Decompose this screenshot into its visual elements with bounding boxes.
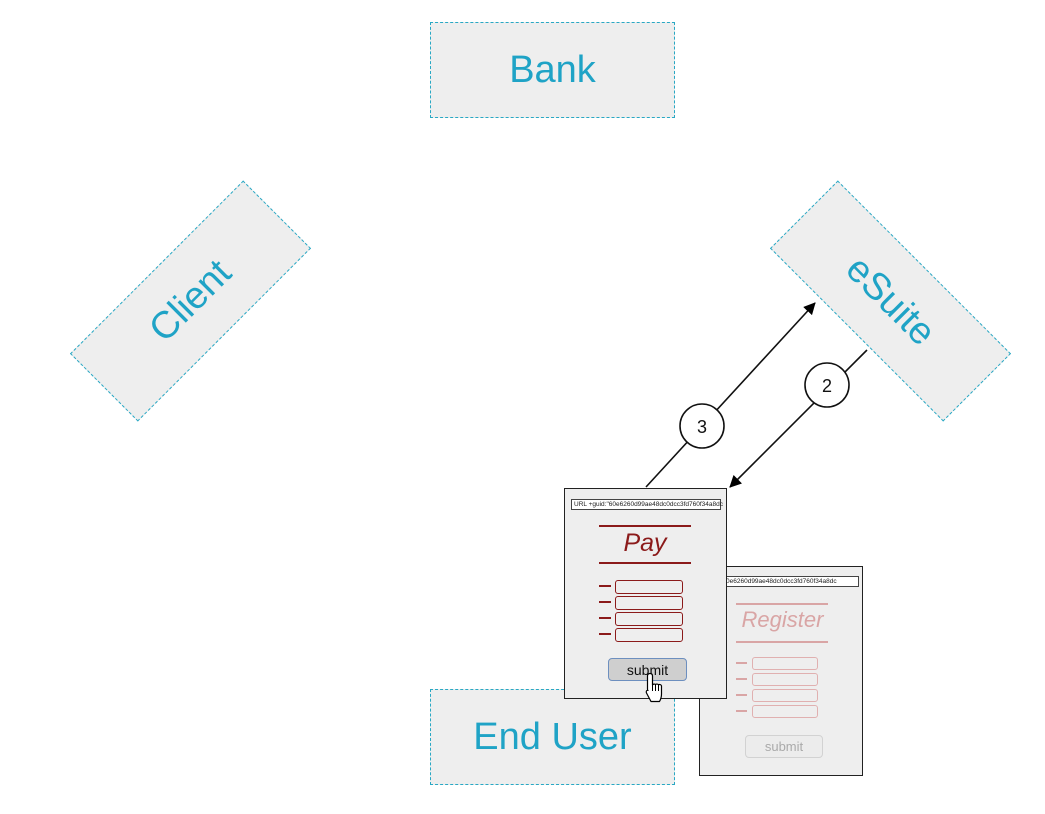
register-field-1[interactable]	[752, 657, 818, 670]
register-title: Register	[741, 607, 824, 632]
arrow-step-3	[645, 302, 816, 488]
bank-box: Bank	[430, 22, 675, 118]
step-3-marker: 3	[679, 403, 725, 449]
pay-field-marker	[599, 585, 611, 589]
pay-title-rule-top	[599, 525, 691, 527]
register-field-marker	[736, 710, 747, 714]
end-user-label: End User	[473, 715, 632, 758]
step-3-label: 3	[697, 417, 707, 437]
register-field-marker	[736, 662, 747, 666]
register-field-marker	[736, 678, 747, 682]
hand-pointer-icon	[645, 672, 663, 703]
register-title-rule-top	[736, 603, 828, 605]
register-field-2[interactable]	[752, 673, 818, 686]
arrow-step-2	[729, 349, 868, 488]
pay-form-card: URL +guid:"60e6260d99ae48dc0dcc3fd760f34…	[564, 488, 727, 699]
pay-field-3[interactable]	[615, 612, 683, 626]
step-2-label: 2	[822, 376, 832, 396]
pay-field-marker	[599, 601, 611, 605]
register-field-4[interactable]	[752, 705, 818, 718]
pay-field-marker	[599, 633, 611, 637]
bank-label: Bank	[509, 48, 596, 91]
step-2-marker: 2	[804, 362, 850, 408]
pay-url-bar: URL +guid:"60e6260d99ae48dc0dcc3fd760f34…	[571, 499, 723, 510]
pay-field-1[interactable]	[615, 580, 683, 594]
register-field-marker	[736, 694, 747, 698]
pay-field-marker	[599, 617, 611, 621]
pay-title: Pay	[623, 529, 667, 557]
pay-field-4[interactable]	[615, 628, 683, 642]
register-field-3[interactable]	[752, 689, 818, 702]
register-title-rule-bottom	[736, 641, 828, 643]
register-submit-label: submit	[764, 739, 804, 754]
pay-field-2[interactable]	[615, 596, 683, 610]
pay-submit-label: submit	[626, 661, 669, 678]
pay-title-rule-bottom	[599, 562, 691, 564]
register-submit-button[interactable]: submit	[745, 735, 823, 758]
end-user-box: End User	[430, 689, 675, 785]
